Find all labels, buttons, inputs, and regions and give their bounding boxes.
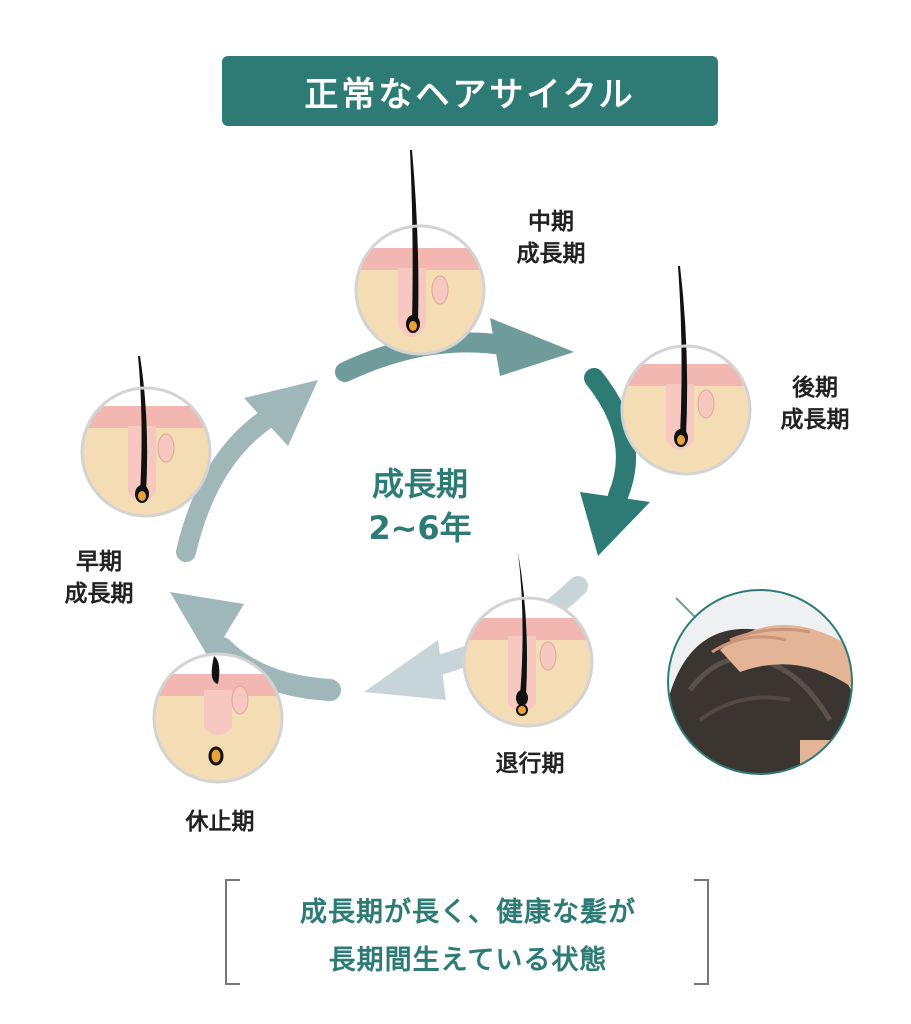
- label-catagen-line1: 退行期: [495, 751, 565, 777]
- center-label: 成長期 2~6年: [320, 462, 520, 550]
- label-early-line1: 早期: [76, 549, 122, 575]
- label-late-line1: 後期: [792, 375, 838, 401]
- label-mid-line2: 成長期: [516, 241, 586, 267]
- follicle-mid-anagen: [354, 150, 486, 356]
- caption-brackets: [225, 879, 709, 985]
- label-late-anagen: 後期 成長期: [760, 372, 870, 436]
- title-banner: 正常なヘアサイクル: [222, 56, 718, 126]
- label-mid-line1: 中期: [528, 209, 574, 235]
- follicle-telogen: [152, 652, 284, 784]
- caption-line2: 長期間生えている状態: [328, 945, 608, 976]
- label-late-line2: 成長期: [780, 407, 850, 433]
- caption-box: 成長期が長く、健康な髪が 長期間生えている状態: [226, 876, 710, 988]
- label-early-anagen: 早期 成長期: [44, 546, 154, 610]
- follicle-late-anagen: [620, 266, 752, 476]
- label-catagen: 退行期: [470, 748, 590, 780]
- label-early-line2: 成長期: [64, 581, 134, 607]
- center-label-line2: 2~6年: [368, 509, 472, 547]
- label-telogen: 休止期: [160, 806, 280, 838]
- diagram-title: 正常なヘアサイクル: [304, 74, 636, 115]
- follicle-early-anagen: [80, 356, 212, 518]
- healthy-hair-photo: [667, 589, 853, 775]
- arrow-early-to-mid: [176, 380, 318, 562]
- arrow-late-to-regression: [580, 368, 650, 556]
- label-telogen-line1: 休止期: [185, 809, 255, 835]
- label-mid-anagen: 中期 成長期: [496, 206, 606, 270]
- center-label-line1: 成長期: [371, 465, 468, 503]
- caption-line1: 成長期が長く、健康な髪が: [300, 897, 636, 928]
